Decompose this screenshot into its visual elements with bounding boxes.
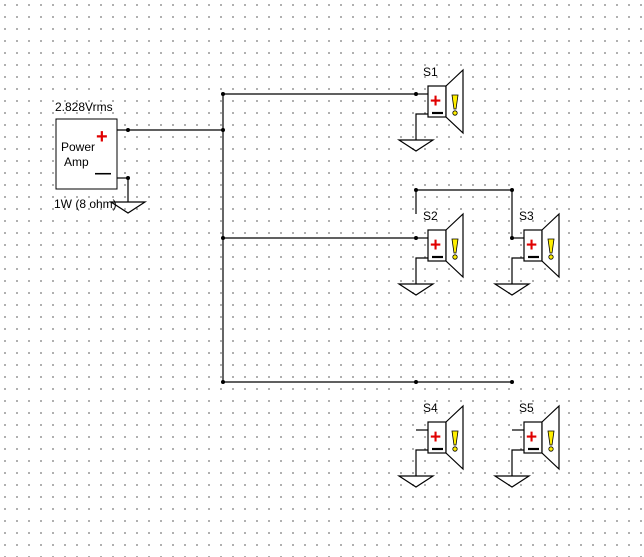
warning-icon-dot [452, 254, 458, 260]
amp-voltage-label: 2.828Vrms [55, 100, 113, 114]
ground-icon [492, 283, 532, 296]
warning-icon-dot [548, 446, 554, 452]
ground-icon [396, 283, 436, 296]
speaker-plus-sign: + [526, 427, 537, 448]
power-amp[interactable]: 2.828Vrms Power Amp + — 1W (8 ohm) [54, 100, 118, 211]
speaker-plus-sign: + [526, 235, 537, 256]
speakers-layer: S1 + S2 + S3 + S4 + S5 + [396, 65, 560, 488]
amp-wiring [108, 128, 225, 214]
speaker-ground-wire [415, 113, 428, 140]
warning-icon [451, 94, 459, 110]
ground-icon [492, 475, 532, 488]
ground-icon [396, 475, 436, 488]
speaker-s2[interactable]: S2 + [396, 209, 464, 296]
speaker-plus-sign: + [430, 91, 441, 112]
speaker-label: S5 [519, 401, 534, 415]
junction-dot [414, 380, 418, 384]
warning-icon-dot [452, 110, 458, 116]
speaker-s4[interactable]: S4 + [396, 401, 464, 488]
speaker-ground-wire [511, 257, 524, 284]
amp-label-power: Power [61, 140, 95, 154]
speaker-plus-sign: + [430, 427, 441, 448]
speaker-label: S3 [519, 209, 534, 223]
junction-dot [510, 188, 514, 192]
junction-dot [221, 92, 225, 96]
amp-label-amp: Amp [64, 155, 89, 169]
speaker-s1[interactable]: S1 + [396, 65, 464, 152]
speaker-label: S2 [423, 209, 438, 223]
junction-dot [510, 380, 514, 384]
amp-minus-terminal: — [95, 165, 111, 182]
warning-icon [451, 430, 459, 446]
speaker-ground-wire [511, 449, 524, 476]
speaker-ground-wire [415, 449, 428, 476]
ground-icon [396, 139, 436, 152]
speaker-label: S1 [423, 65, 438, 79]
warning-icon [547, 430, 555, 446]
speaker-ground-wire [415, 257, 428, 284]
speaker-s3[interactable]: S3 + [492, 209, 560, 296]
warning-icon-dot [548, 254, 554, 260]
warning-icon-dot [452, 446, 458, 452]
speaker-label: S4 [423, 401, 438, 415]
amp-power-label: 1W (8 ohm) [54, 197, 117, 211]
speaker-plus-sign: + [430, 235, 441, 256]
junction-dot [414, 188, 418, 192]
ground-icon [108, 201, 148, 214]
warning-icon [451, 238, 459, 254]
main-bus [221, 92, 514, 384]
amp-plus-terminal: + [96, 126, 108, 148]
warning-icon [547, 238, 555, 254]
junction-dot [126, 128, 130, 132]
junction-dot [221, 380, 225, 384]
speaker-s5[interactable]: S5 + [492, 401, 560, 488]
power-amp-body[interactable] [55, 118, 118, 190]
junction-dot [221, 236, 225, 240]
